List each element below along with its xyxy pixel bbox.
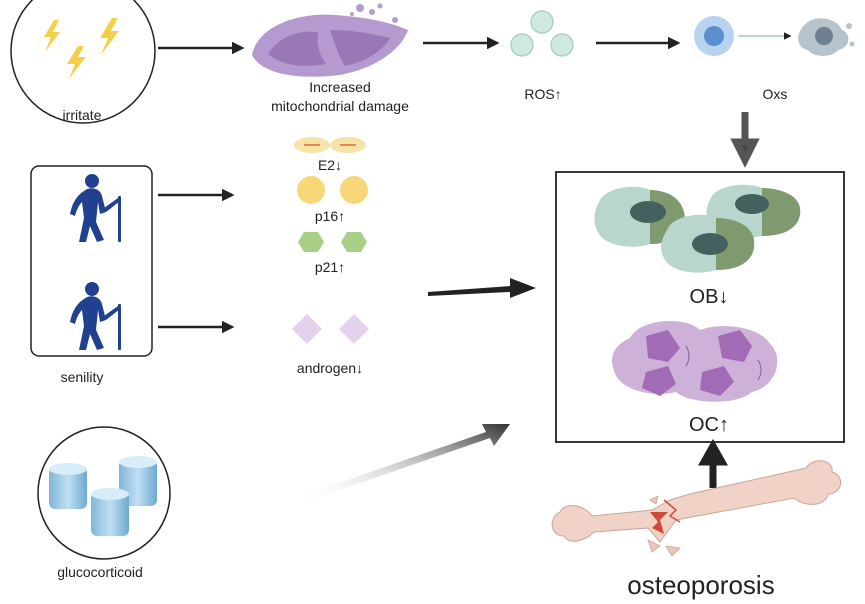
irritate-node: irritate [10,0,156,124]
ros-label: ROS↑ [524,86,561,102]
arrow-markers-to-bone-cells [428,278,536,298]
lightning-icon [67,46,86,79]
senility-label: senility [61,369,104,385]
p21-node: p21↑ [298,232,367,275]
senility-node: senility [30,165,153,385]
glucocorticoid-node: glucocorticoid [37,426,171,580]
androgen-label: androgen↓ [297,360,363,376]
capsule-icon [49,463,87,509]
glucocorticoid-label: glucocorticoid [57,564,143,580]
oc-label: OC↑ [689,414,729,436]
p21-label: p21↑ [315,259,345,275]
ob-label: OB↓ [690,286,729,308]
elderly-person-icon [70,282,121,350]
osteoporosis-label: osteoporosis [627,570,774,600]
irritate-label: irritate [63,107,102,123]
androgen-node: androgen↓ [292,314,369,376]
ros-node: ROS↑ [510,10,574,102]
irritate-circle [10,0,156,124]
capsule-icon [91,488,129,536]
mito-label-line2: mitochondrial damage [271,98,409,114]
fractured-bone-icon [551,460,842,557]
arrow-oxs-to-bone-cells [730,112,760,168]
lightning-icon [44,20,60,52]
osteoblast-cell [661,214,755,273]
oxs-label: Oxs [763,86,788,102]
e2-label: E2↓ [318,157,342,173]
mitochondria-icon: Increased mitochondrial damage [252,3,409,114]
arrow-glucocorticoid-to-cells [298,424,510,503]
elderly-person-icon [70,174,121,242]
bone-cells-box: OB↓ OC↑ [555,171,845,443]
osteoblast-cell [594,186,685,247]
lightning-icon [100,18,119,55]
arrow-bone-to-cells [698,438,728,488]
osteoclast-cell [611,320,778,402]
p16-node: p16↑ [297,176,368,224]
e2-node: E2↓ [294,137,366,173]
mito-label-line1: Increased [309,79,370,95]
p16-label: p16↑ [315,208,345,224]
senility-box [30,165,153,357]
oxs-node: Oxs [694,16,855,102]
